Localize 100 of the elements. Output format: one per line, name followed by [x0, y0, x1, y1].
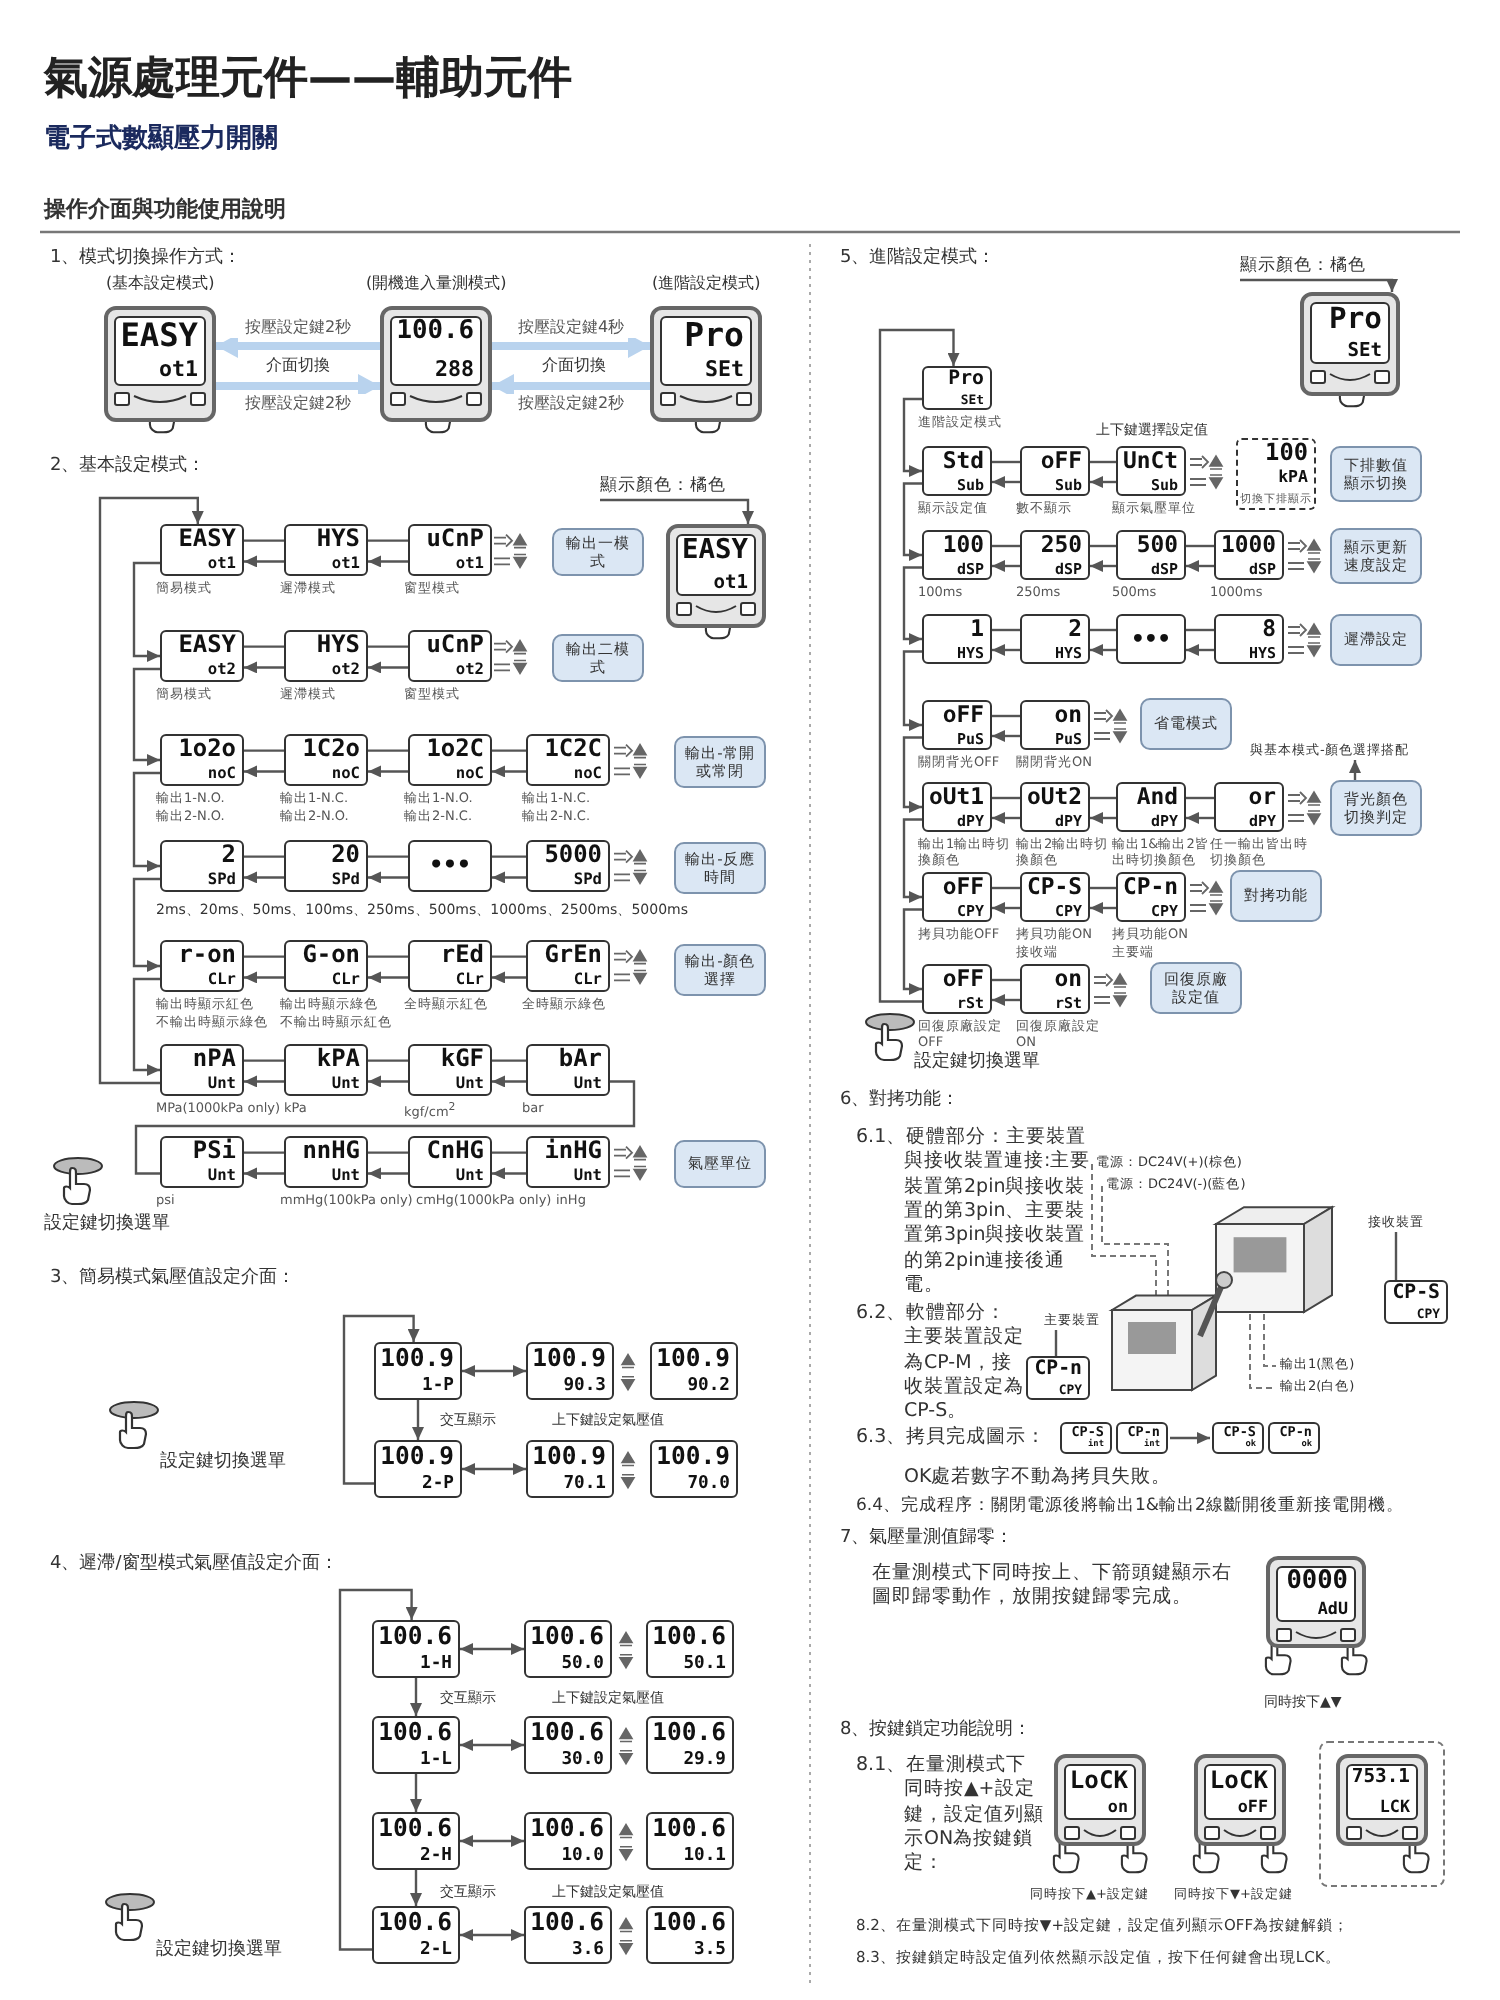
display-reading: EASY	[120, 320, 198, 353]
display-reading: 100.6	[530, 1910, 604, 1935]
display-reading: 100.9	[656, 1444, 730, 1469]
lcd-display	[1214, 614, 1284, 664]
display-reading: LoCK	[1069, 1768, 1128, 1793]
display-reading: HYS	[316, 634, 360, 658]
arrow	[1090, 644, 1116, 656]
connector	[368, 855, 408, 858]
lcd-display	[524, 1716, 612, 1774]
display-reading: EASY	[682, 538, 748, 566]
connector	[492, 749, 526, 752]
pressure-switch	[380, 306, 492, 422]
label-text: 設定鍵切換選單	[44, 1214, 172, 1238]
arrow	[132, 877, 160, 972]
lcd-display	[160, 1044, 244, 1096]
label-text: 8、按鍵鎖定功能說明：	[840, 1720, 1034, 1744]
label-text: 1、模式切換操作方式：	[50, 248, 244, 272]
display-mode: 3.5	[694, 1942, 726, 1960]
arrow	[244, 1167, 284, 1180]
connector	[244, 645, 284, 648]
arrow	[992, 812, 1020, 824]
lcd-display	[408, 940, 492, 992]
connector	[992, 628, 1020, 632]
lcd-display	[922, 964, 992, 1014]
arrow	[902, 650, 922, 731]
label-text: 介面切換	[264, 356, 332, 377]
arrow	[992, 730, 1020, 742]
display-reading: CP-S	[1392, 1284, 1440, 1304]
display-mode: 1-H	[420, 1656, 452, 1674]
display-reading: •••	[427, 853, 473, 877]
display-mode: 50.1	[683, 1656, 726, 1674]
subtitle: 操作介面與功能使用說明	[44, 196, 288, 225]
connector	[1090, 886, 1116, 890]
arrow	[1186, 812, 1214, 824]
arrow	[902, 566, 922, 645]
label-text: 5、進階設定模式：	[840, 248, 998, 272]
connector	[244, 749, 284, 752]
label-text: 8.1、在量測模式下同時按▲+設定鍵，設定值列顯示ON為按鍵鎖定：	[856, 1754, 1046, 1878]
lcd-display	[1026, 1356, 1090, 1400]
arrow	[992, 902, 1020, 914]
display-reading: 100.6	[652, 1816, 726, 1841]
connector	[1054, 1330, 1058, 1356]
display-reading: G-on	[302, 944, 360, 968]
connector	[492, 855, 526, 858]
node-label: (基本設定模式)	[106, 276, 215, 293]
display-reading: 0000	[1286, 1570, 1348, 1596]
lcd-display	[408, 1136, 492, 1188]
lcd-display	[1020, 446, 1090, 496]
lcd-display	[284, 940, 368, 992]
display-mode: 3.6	[572, 1942, 604, 1960]
connector	[368, 955, 408, 958]
arrow	[992, 476, 1020, 488]
display-reading: 100.6	[530, 1720, 604, 1745]
arrow	[368, 765, 408, 778]
lcd-display	[408, 1044, 492, 1096]
subtitle: 電子式數顯壓力開關	[44, 124, 280, 158]
display-reading: oUt2	[1026, 786, 1082, 809]
lcd-display	[922, 700, 992, 750]
arrow	[368, 661, 408, 674]
arrow	[902, 908, 922, 995]
note-text: 顯示顏色：橘色	[600, 474, 744, 498]
lcd-display	[1020, 782, 1090, 832]
display-mode: 10.0	[561, 1848, 604, 1866]
display-reading: 250	[1040, 534, 1082, 557]
connector	[992, 460, 1020, 464]
label-text: 設定鍵切換選單	[156, 1940, 284, 1964]
display-reading: 100.9	[532, 1444, 606, 1469]
pressure-switch	[1194, 1754, 1286, 1846]
display-reading: Pro	[1329, 306, 1382, 336]
arrow	[878, 328, 960, 1003]
connector	[244, 1151, 284, 1154]
pressure-switch	[104, 306, 216, 422]
display-reading: 2	[221, 844, 236, 868]
lcd-display	[526, 734, 610, 786]
display-mode: 2-H	[420, 1848, 452, 1866]
lcd-display	[1116, 614, 1186, 664]
display-reading: on	[1054, 704, 1082, 727]
arrow	[410, 1870, 422, 1906]
arrow	[460, 1643, 524, 1655]
arrow	[368, 1167, 408, 1180]
display-reading: UnCt	[1122, 450, 1178, 473]
display-reading: 5000	[544, 844, 602, 868]
lcd-display	[650, 1440, 738, 1498]
display-reading: LoCK	[1209, 1768, 1268, 1793]
arrow	[216, 374, 380, 398]
lcd-display	[922, 366, 992, 410]
lcd-display	[646, 1812, 734, 1870]
arrow	[410, 1774, 422, 1812]
display-reading: EASY	[178, 634, 236, 658]
display-reading: CP-S	[1026, 876, 1082, 899]
lcd-display	[1214, 782, 1284, 832]
connector	[368, 539, 408, 542]
display-reading: GrEn	[544, 944, 602, 968]
lcd-display	[1020, 872, 1090, 922]
arrow	[244, 555, 284, 568]
lcd-display	[160, 1136, 244, 1188]
display-reading: or	[1248, 786, 1276, 809]
display-mode: SEt	[1347, 341, 1382, 361]
display-reading: CP-n	[1122, 876, 1178, 899]
arrow	[992, 644, 1020, 656]
